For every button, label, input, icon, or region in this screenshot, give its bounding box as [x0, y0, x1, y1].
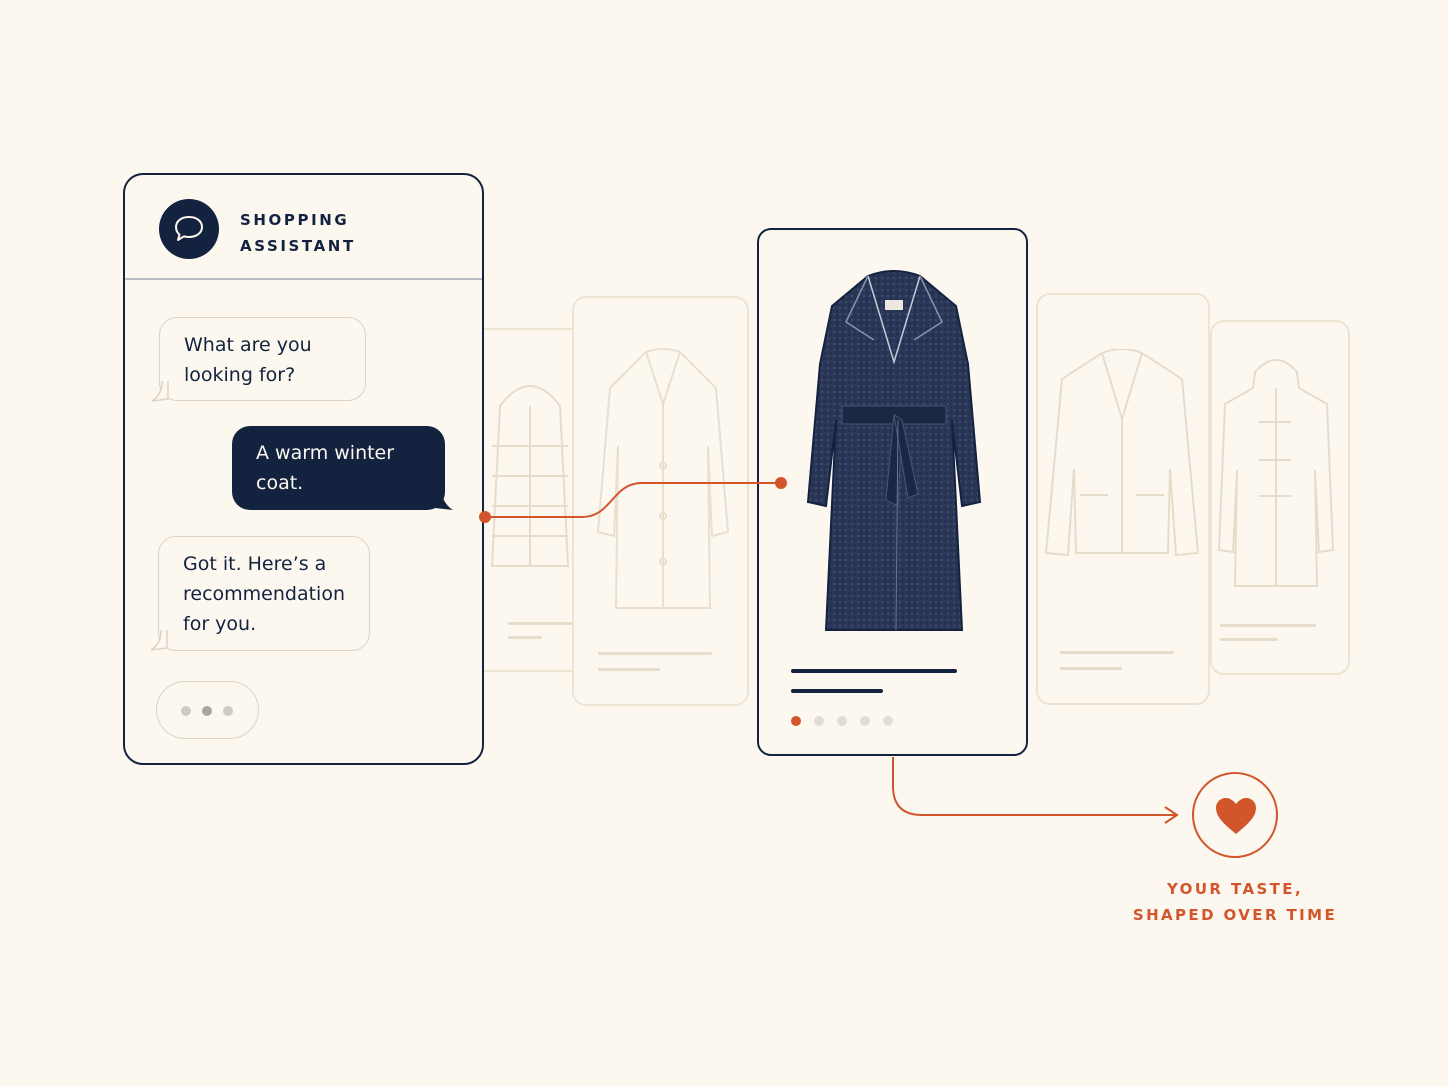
page-dot-4[interactable] [860, 716, 870, 726]
puffer-vest-icon [490, 385, 570, 567]
duffle-coat-icon [1217, 359, 1335, 587]
typing-dot [181, 706, 191, 716]
product-card-shearling-jacket[interactable] [1036, 293, 1210, 705]
long-coat-icon [596, 348, 730, 609]
chat-title: SHOPPING ASSISTANT [240, 211, 356, 255]
heart-icon [1216, 798, 1256, 834]
like-button[interactable] [1192, 772, 1278, 858]
bubble-tail [435, 490, 453, 510]
product-card-selected[interactable] [757, 228, 1028, 756]
chat-header: SHOPPING ASSISTANT [125, 175, 482, 280]
product-card-duffle-coat[interactable] [1210, 320, 1350, 675]
user-message: A warm winter coat. [232, 426, 445, 510]
assistant-message: What are you looking for? [159, 317, 366, 401]
belted-wrap-coat-icon [806, 270, 982, 631]
shearling-jacket-icon [1044, 349, 1200, 557]
bubble-tail [150, 630, 168, 651]
tagline: YOUR TASTE, SHAPED OVER TIME [1132, 880, 1338, 924]
product-title-line [791, 669, 957, 673]
assistant-avatar [159, 199, 219, 259]
shopping-assistant-panel: SHOPPING ASSISTANT What are you looking … [123, 173, 484, 765]
product-card-long-coat[interactable] [572, 296, 749, 706]
page-dot-3[interactable] [837, 716, 847, 726]
typing-dot [202, 706, 212, 716]
chat-bubble-icon [175, 216, 203, 241]
page-dot-5[interactable] [883, 716, 893, 726]
page-dot-2[interactable] [814, 716, 824, 726]
page-dot-1[interactable] [791, 716, 801, 726]
product-subtitle-line [791, 689, 883, 693]
typing-indicator [156, 681, 259, 739]
bubble-tail [151, 381, 169, 402]
assistant-message: Got it. Here’s a recommendation for you. [158, 536, 370, 651]
typing-dot [223, 706, 233, 716]
